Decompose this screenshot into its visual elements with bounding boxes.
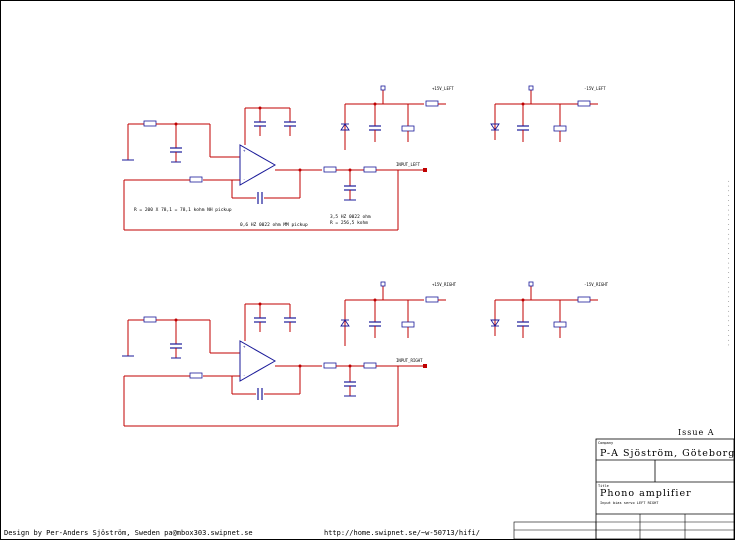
net-label-out: INPUT_LEFT xyxy=(396,162,421,167)
resistor-R45 xyxy=(143,120,157,127)
opamp-IC1 xyxy=(239,144,277,186)
resistor-R47 xyxy=(363,362,377,369)
note-hp2: R = 256,5 kohm xyxy=(330,220,368,226)
svg-text:+: + xyxy=(243,148,246,153)
note-hp: 3,5 HZ 0022 ohm xyxy=(330,214,371,220)
resistor-R46 xyxy=(323,166,337,173)
opamp-IC1 xyxy=(239,340,277,382)
supply-neg-label: -15V_LEFT xyxy=(584,86,606,91)
net-label-out: INPUT_RIGHT xyxy=(396,358,423,363)
designer-credit: Design by Per-Anders Sjöström, Sweden pa… xyxy=(4,529,253,537)
resistor-R44 xyxy=(189,176,203,183)
drawing-title: Phono amplifier xyxy=(600,488,692,499)
issue-label: Issue A xyxy=(678,428,715,437)
svg-text:+: + xyxy=(243,344,246,349)
resistor-R47 xyxy=(363,166,377,173)
title-caption: Title xyxy=(598,484,609,488)
resistor-R44 xyxy=(189,372,203,379)
side-notes: · · · · · · · · · · · · · · · · · · · · … xyxy=(726,180,731,346)
note-gain: R = 200 X 78,1 = 78,1 kohm NH pickup xyxy=(134,207,232,213)
svg-text:-: - xyxy=(243,373,245,378)
website-url: http://home.swipnet.se/~w-50713/hifi/ xyxy=(324,529,480,537)
note-filter: 0,6 HZ 0022 ohm MM pickup xyxy=(240,222,308,228)
supply-pos-label: +15V_RIGHT xyxy=(432,282,457,287)
supply-pos-label: +15V_LEFT xyxy=(432,86,454,91)
title-block: Issue A Company P-A Sjöström, Göteborg T… xyxy=(513,428,735,540)
channel-left: + - INPUT_LEFT xyxy=(122,85,606,231)
company-caption: Company xyxy=(598,441,614,445)
channel-right: + - INPUT_RIGHT xyxy=(122,281,609,427)
svg-text:-: - xyxy=(243,177,245,182)
drawing-subtitle: Input bias servo LEFT RIGHT xyxy=(600,501,659,505)
supply-neg-label: -15V_RIGHT xyxy=(584,282,609,287)
company-name: P-A Sjöström, Göteborg xyxy=(600,448,735,459)
resistor-R46 xyxy=(323,362,337,369)
resistor-R45 xyxy=(143,316,157,323)
